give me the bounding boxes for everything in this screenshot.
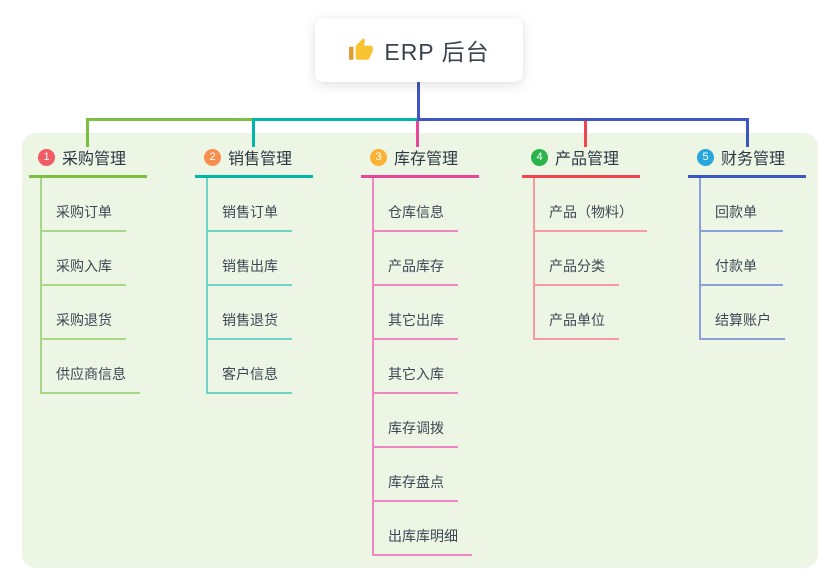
child-node[interactable]: 出库库明细 <box>372 502 472 556</box>
root-node-label: ERP 后台 <box>384 39 490 65</box>
child-node[interactable]: 客户信息 <box>206 340 292 394</box>
branch3-children: 仓库信息 产品库存 其它出库 其它入库 库存调拨 库存盘点 出库库明细 <box>372 178 479 556</box>
child-node[interactable]: 库存盘点 <box>372 448 458 502</box>
child-node[interactable]: 采购入库 <box>40 232 126 286</box>
child-node[interactable]: 产品（物料） <box>533 178 647 232</box>
bus-line-teal <box>252 118 418 121</box>
branch-inventory-node[interactable]: 3 库存管理 <box>361 146 479 178</box>
child-node-label: 其它出库 <box>388 312 444 328</box>
child-node[interactable]: 回款单 <box>699 178 783 232</box>
child-node-label: 销售订单 <box>222 204 278 220</box>
child-node-label: 库存盘点 <box>388 474 444 490</box>
child-node-label: 其它入库 <box>388 366 444 382</box>
child-node-label: 回款单 <box>715 204 757 220</box>
child-node[interactable]: 付款单 <box>699 232 783 286</box>
branch5-child-connector <box>699 178 701 340</box>
branch4-child-connector <box>533 178 535 340</box>
branch2-label: 销售管理 <box>228 151 293 168</box>
branch-purchase: 1 采购管理 采购订单 采购入库 采购退货 供应商信息 <box>29 146 147 394</box>
child-node[interactable]: 产品分类 <box>533 232 619 286</box>
child-node-label: 库存调拨 <box>388 420 444 436</box>
child-node-label: 采购订单 <box>56 204 112 220</box>
branch4-number-badge: 4 <box>531 148 548 166</box>
branch4-children: 产品（物料） 产品分类 产品单位 <box>533 178 647 340</box>
child-node[interactable]: 销售订单 <box>206 178 292 232</box>
child-node-label: 结算账户 <box>715 312 771 328</box>
branch5-children: 回款单 付款单 结算账户 <box>699 178 806 340</box>
branch1-drop-line <box>86 118 89 147</box>
child-node[interactable]: 其它入库 <box>372 340 458 394</box>
branches-background-panel <box>22 133 818 568</box>
branch4-label: 产品管理 <box>555 151 620 168</box>
child-node-label: 销售退货 <box>222 312 278 328</box>
root-node[interactable]: ERP 后台 <box>315 18 523 82</box>
branch3-number-badge: 3 <box>370 148 387 166</box>
child-node-label: 出库库明细 <box>388 528 458 544</box>
branch-purchase-node[interactable]: 1 采购管理 <box>29 146 147 178</box>
child-node-label: 产品分类 <box>549 258 605 274</box>
child-node-label: 采购入库 <box>56 258 112 274</box>
branch-product: 4 产品管理 产品（物料） 产品分类 产品单位 <box>522 146 647 340</box>
child-node[interactable]: 其它出库 <box>372 286 458 340</box>
branch1-label: 采购管理 <box>62 151 127 168</box>
branch1-children: 采购订单 采购入库 采购退货 供应商信息 <box>40 178 147 394</box>
branch3-label: 库存管理 <box>394 151 459 168</box>
branch2-child-connector <box>206 178 208 394</box>
branch3-drop-line <box>416 118 419 147</box>
bus-line-blue <box>417 118 749 121</box>
branch-finance: 5 财务管理 回款单 付款单 结算账户 <box>688 146 806 340</box>
branch-sales: 2 销售管理 销售订单 销售出库 销售退货 客户信息 <box>195 146 313 394</box>
child-node-label: 销售出库 <box>222 258 278 274</box>
child-node[interactable]: 采购退货 <box>40 286 126 340</box>
child-node-label: 供应商信息 <box>56 366 126 382</box>
child-node-label: 采购退货 <box>56 312 112 328</box>
branch2-number-badge: 2 <box>204 148 221 166</box>
child-node[interactable]: 供应商信息 <box>40 340 140 394</box>
thumbs-up-icon <box>349 38 374 60</box>
child-node-label: 产品单位 <box>549 312 605 328</box>
child-node-label: 付款单 <box>715 258 757 274</box>
branch5-drop-line <box>746 118 749 147</box>
child-node[interactable]: 仓库信息 <box>372 178 458 232</box>
branch3-child-connector <box>372 178 374 556</box>
branch2-children: 销售订单 销售出库 销售退货 客户信息 <box>206 178 313 394</box>
bus-line-green <box>86 118 253 121</box>
child-node[interactable]: 产品单位 <box>533 286 619 340</box>
branch1-child-connector <box>40 178 42 394</box>
branch5-number-badge: 5 <box>697 148 714 166</box>
child-node[interactable]: 产品库存 <box>372 232 458 286</box>
child-node-label: 产品库存 <box>388 258 444 274</box>
child-node[interactable]: 结算账户 <box>699 286 785 340</box>
branch1-number-badge: 1 <box>38 148 55 166</box>
branch2-drop-line <box>252 118 255 147</box>
child-node[interactable]: 销售出库 <box>206 232 292 286</box>
branch-finance-node[interactable]: 5 财务管理 <box>688 146 806 178</box>
branch-inventory: 3 库存管理 仓库信息 产品库存 其它出库 其它入库 库存调拨 库存盘点 出库库… <box>361 146 479 556</box>
branch-product-node[interactable]: 4 产品管理 <box>522 146 640 178</box>
child-node-label: 客户信息 <box>222 366 278 382</box>
child-node-label: 仓库信息 <box>388 204 444 220</box>
branch4-drop-line <box>584 118 587 147</box>
branch5-label: 财务管理 <box>721 151 786 168</box>
child-node[interactable]: 库存调拨 <box>372 394 458 448</box>
child-node[interactable]: 采购订单 <box>40 178 126 232</box>
branch-sales-node[interactable]: 2 销售管理 <box>195 146 313 178</box>
child-node[interactable]: 销售退货 <box>206 286 292 340</box>
root-connector-line <box>417 82 420 121</box>
child-node-label: 产品（物料） <box>549 204 633 220</box>
